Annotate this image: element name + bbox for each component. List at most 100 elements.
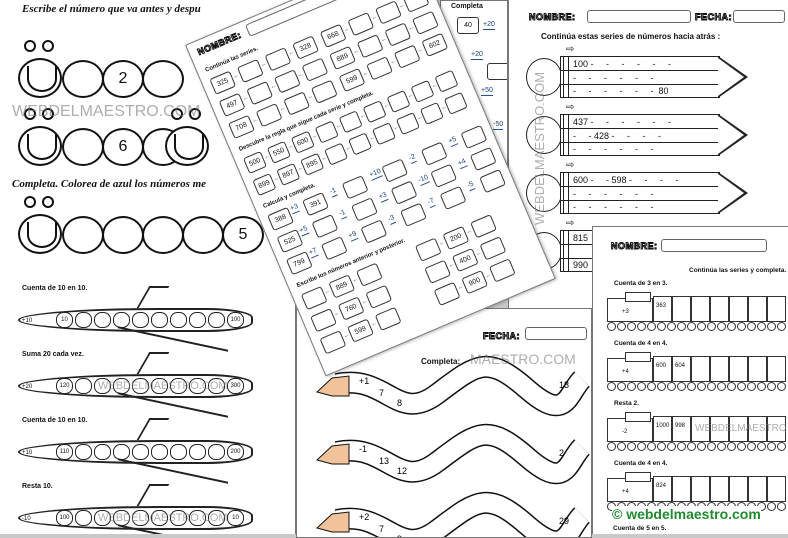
answer-box[interactable] (443, 91, 468, 115)
number-window: 10 (227, 510, 244, 526)
answer-box[interactable] (355, 262, 383, 287)
answer-box[interactable] (487, 63, 507, 80)
answer-car[interactable] (691, 296, 710, 322)
answer-car[interactable] (767, 416, 786, 442)
plane-tail-icon (136, 286, 170, 308)
name-field[interactable] (661, 239, 767, 252)
answer-window[interactable] (113, 444, 130, 460)
answer-cell[interactable] (182, 216, 224, 254)
answer-box[interactable] (310, 79, 338, 104)
answer-box[interactable] (320, 236, 348, 261)
answer-car[interactable] (672, 296, 691, 322)
answer-window[interactable] (94, 510, 111, 526)
answer-cell[interactable] (102, 216, 144, 254)
answer-window[interactable] (151, 444, 168, 460)
answer-cell[interactable] (62, 128, 104, 166)
answer-window[interactable] (151, 312, 168, 328)
date-field[interactable] (733, 10, 785, 23)
answer-car[interactable] (691, 476, 710, 502)
answer-cell[interactable] (62, 60, 104, 98)
answer-window[interactable] (94, 312, 111, 328)
answer-car[interactable] (672, 476, 691, 502)
wheel-icon (767, 382, 776, 391)
answer-car[interactable] (729, 356, 748, 382)
operator-label: +20 (471, 51, 483, 60)
answer-window[interactable] (170, 378, 187, 394)
answer-box[interactable] (351, 197, 378, 222)
answer-car[interactable] (748, 416, 767, 442)
answer-window[interactable] (189, 312, 206, 328)
answer-box[interactable] (420, 141, 448, 166)
answer-window[interactable] (94, 444, 111, 460)
answer-car[interactable] (767, 476, 786, 502)
answer-window[interactable] (113, 312, 130, 328)
answer-window[interactable] (132, 378, 149, 394)
answer-window[interactable] (189, 444, 206, 460)
answer-box[interactable] (341, 175, 369, 200)
answer-box[interactable] (390, 180, 418, 205)
answer-window[interactable] (208, 510, 225, 526)
answer-car[interactable] (748, 356, 767, 382)
answer-box[interactable] (460, 124, 488, 150)
answer-box[interactable] (311, 214, 339, 239)
answer-box[interactable] (374, 306, 402, 332)
name-field[interactable] (587, 10, 691, 23)
answer-box[interactable] (439, 185, 467, 211)
answer-box[interactable] (360, 219, 388, 244)
answer-car[interactable] (710, 476, 729, 502)
answer-car[interactable] (710, 296, 729, 322)
answer-window[interactable] (75, 444, 92, 460)
answer-car[interactable] (691, 356, 710, 382)
answer-box[interactable] (411, 10, 439, 35)
answer-box[interactable] (479, 236, 507, 261)
answer-cell[interactable] (142, 60, 184, 98)
number-window: 300 (227, 378, 244, 394)
answer-window[interactable] (189, 378, 206, 394)
answer-box[interactable] (488, 258, 516, 283)
answer-window[interactable] (132, 510, 149, 526)
answer-window[interactable] (75, 378, 92, 394)
answer-box[interactable] (402, 0, 430, 13)
answer-car[interactable] (748, 476, 767, 502)
answer-window[interactable] (151, 510, 168, 526)
answer-car[interactable] (748, 296, 767, 322)
answer-car[interactable] (767, 356, 786, 382)
answer-window[interactable] (208, 444, 225, 460)
answer-car[interactable] (767, 296, 786, 322)
answer-window[interactable] (113, 378, 130, 394)
answer-window[interactable] (75, 510, 92, 526)
answer-window[interactable] (94, 378, 111, 394)
answer-window[interactable] (170, 312, 187, 328)
answer-box[interactable] (469, 146, 497, 172)
arrow-right-icon: ⇨ (566, 44, 575, 55)
answer-box[interactable] (479, 168, 507, 194)
answer-box[interactable] (470, 214, 498, 239)
answer-window[interactable] (189, 510, 206, 526)
answer-box[interactable] (434, 69, 459, 93)
answer-window[interactable] (132, 444, 149, 460)
answer-car[interactable] (729, 416, 748, 442)
answer-window[interactable] (132, 312, 149, 328)
answer-car[interactable] (729, 296, 748, 322)
answer-box[interactable] (381, 158, 409, 183)
answer-box[interactable] (400, 202, 427, 227)
answer-window[interactable] (170, 510, 187, 526)
answer-box[interactable] (301, 57, 329, 82)
answer-window[interactable] (170, 444, 187, 460)
answer-window[interactable] (208, 378, 225, 394)
answer-box[interactable] (365, 284, 393, 309)
answer-window[interactable] (151, 378, 168, 394)
answer-cell[interactable] (142, 216, 184, 254)
date-field[interactable] (525, 327, 587, 340)
answer-window[interactable] (113, 510, 130, 526)
answer-box[interactable] (430, 163, 458, 188)
answer-car[interactable] (710, 356, 729, 382)
answer-car[interactable] (710, 416, 729, 442)
wheel-icon (737, 442, 746, 451)
answer-cell[interactable] (62, 216, 104, 254)
answer-car[interactable] (691, 416, 710, 442)
answer-car[interactable] (729, 476, 748, 502)
wheel-icon (717, 322, 726, 331)
answer-window[interactable] (75, 312, 92, 328)
answer-window[interactable] (208, 312, 225, 328)
